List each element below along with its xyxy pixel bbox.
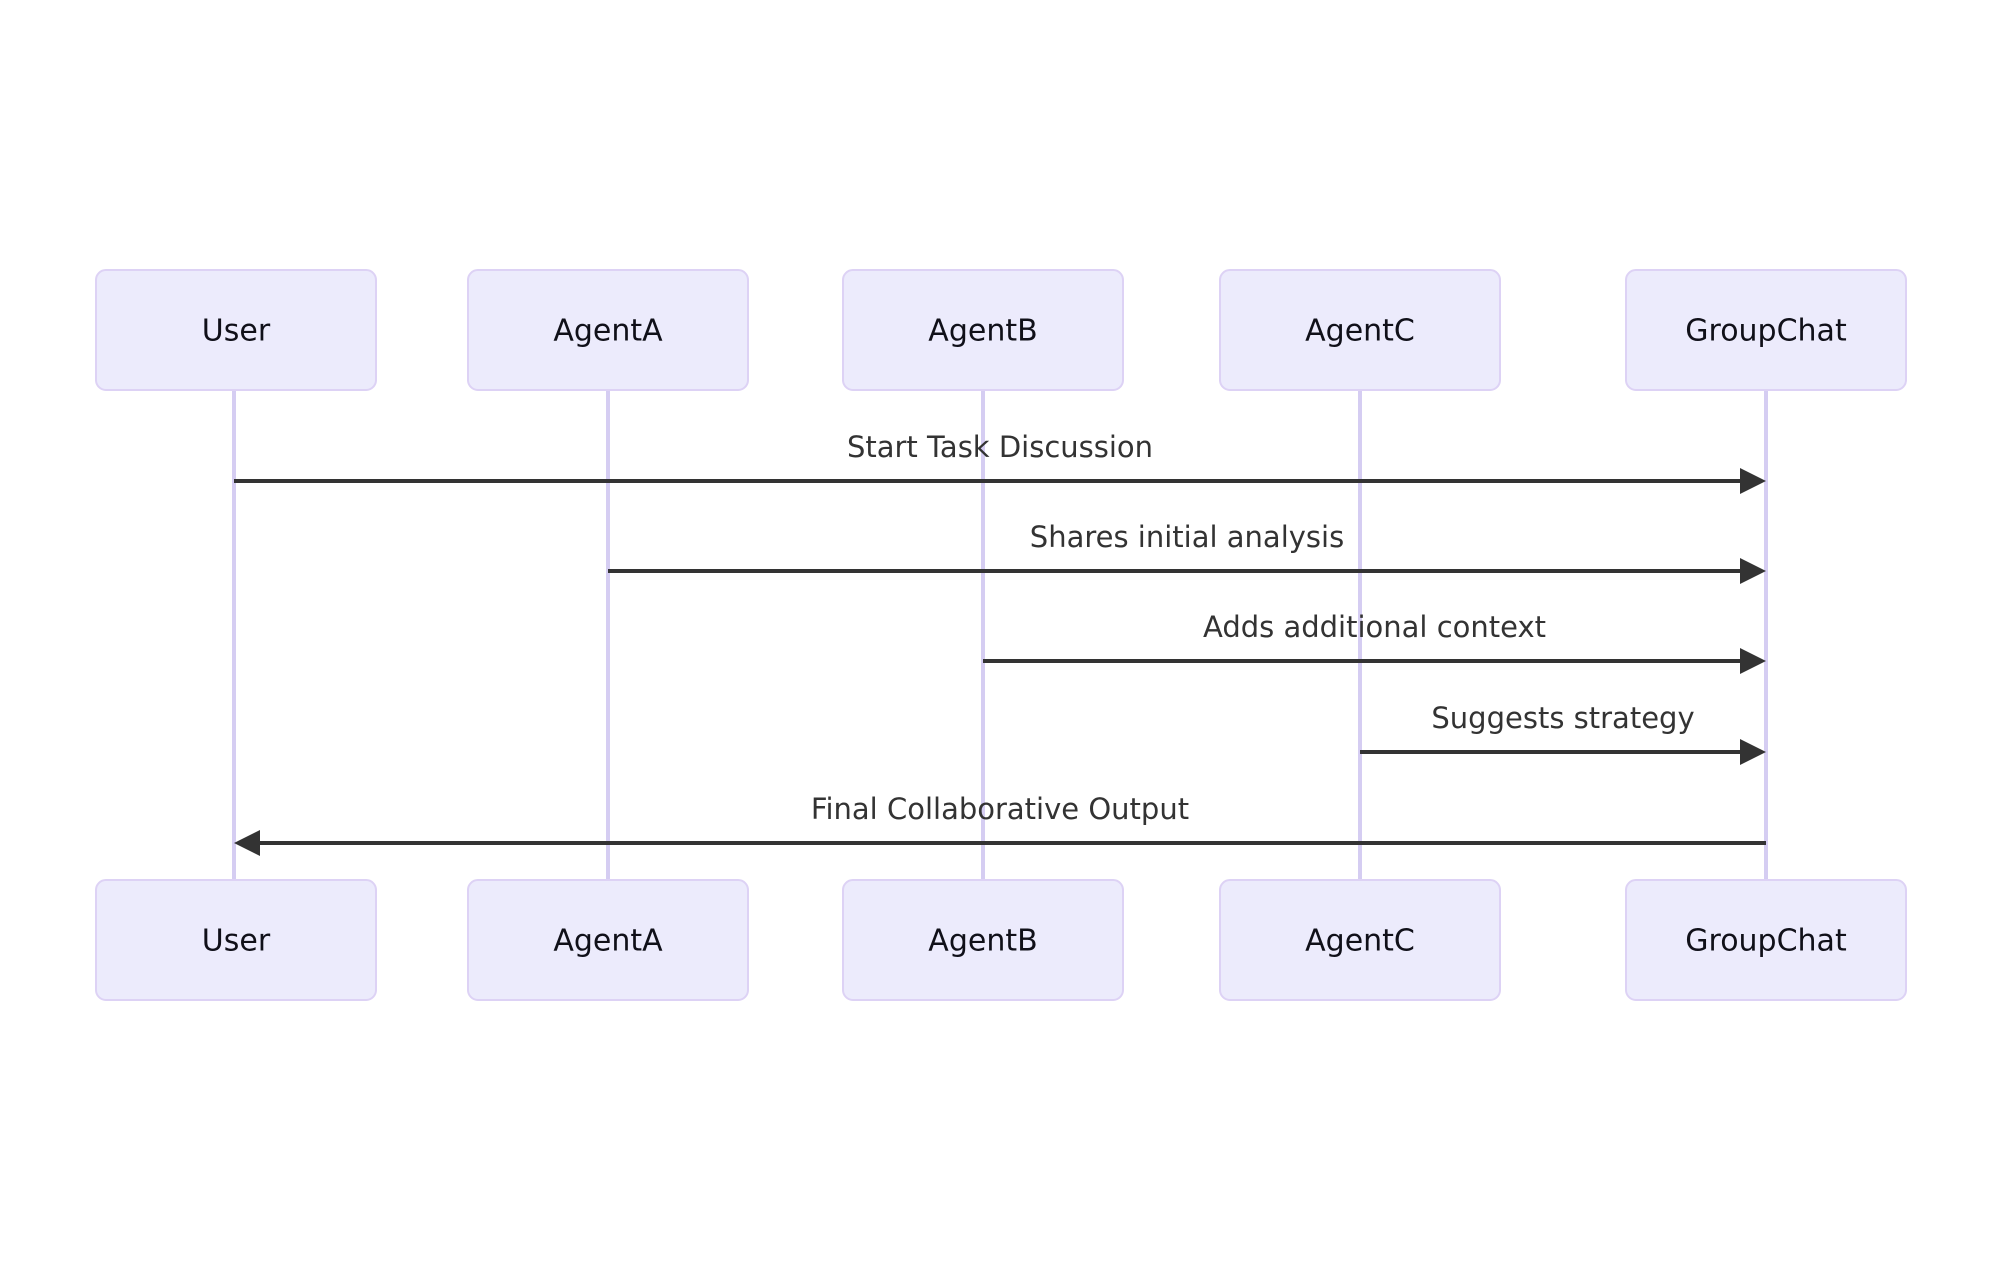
message-label: Shares initial analysis	[1030, 520, 1344, 554]
actor-box	[842, 879, 1124, 1001]
actor-box	[467, 269, 749, 391]
actor-box	[1625, 879, 1907, 1001]
actor-agentb-bottom[interactable]: AgentB	[842, 879, 1124, 1001]
actor-box	[1219, 879, 1501, 1001]
actor-groupchat-top[interactable]: GroupChat	[1625, 269, 1907, 391]
message-m2[interactable]: Shares initial analysis	[608, 520, 1766, 584]
actor-user-top[interactable]: User	[95, 269, 377, 391]
message-m1[interactable]: Start Task Discussion	[234, 430, 1766, 494]
message-m3[interactable]: Adds additional context	[983, 610, 1766, 674]
actor-label: GroupChat	[1685, 314, 1847, 349]
actors-bottom-group: User AgentA AgentB AgentC GroupChat	[95, 879, 1907, 1001]
actor-label: GroupChat	[1685, 924, 1847, 959]
actor-box	[1219, 269, 1501, 391]
actor-box	[467, 879, 749, 1001]
actor-label: AgentA	[553, 314, 663, 349]
actor-label: AgentC	[1305, 314, 1415, 349]
message-label: Final Collaborative Output	[811, 792, 1189, 826]
actor-label: AgentC	[1305, 924, 1415, 959]
message-arrowhead	[1740, 468, 1766, 494]
actor-agenta-top[interactable]: AgentA	[467, 269, 749, 391]
actor-agentc-top[interactable]: AgentC	[1219, 269, 1501, 391]
actor-agentb-top[interactable]: AgentB	[842, 269, 1124, 391]
message-label: Start Task Discussion	[847, 430, 1153, 464]
message-arrowhead	[1740, 739, 1766, 765]
actor-box	[1625, 269, 1907, 391]
actor-label: User	[202, 924, 271, 959]
message-arrowhead	[1740, 558, 1766, 584]
message-m4[interactable]: Suggests strategy	[1360, 701, 1766, 765]
actor-groupchat-bottom[interactable]: GroupChat	[1625, 879, 1907, 1001]
actors-top-group: User AgentA AgentB AgentC GroupChat	[95, 269, 1907, 391]
lifelines-group	[232, 390, 1768, 880]
message-label: Suggests strategy	[1431, 701, 1694, 735]
message-arrowhead	[234, 830, 260, 856]
actor-label: AgentA	[553, 924, 663, 959]
actor-agentc-bottom[interactable]: AgentC	[1219, 879, 1501, 1001]
message-m5[interactable]: Final Collaborative Output	[234, 792, 1766, 856]
actor-user-bottom[interactable]: User	[95, 879, 377, 1001]
actor-box	[95, 269, 377, 391]
message-arrowhead	[1740, 648, 1766, 674]
actor-box	[842, 269, 1124, 391]
actor-label: User	[202, 314, 271, 349]
actor-agenta-bottom[interactable]: AgentA	[467, 879, 749, 1001]
actor-label: AgentB	[928, 924, 1037, 959]
actor-box	[95, 879, 377, 1001]
message-label: Adds additional context	[1203, 610, 1546, 644]
actor-label: AgentB	[928, 314, 1037, 349]
